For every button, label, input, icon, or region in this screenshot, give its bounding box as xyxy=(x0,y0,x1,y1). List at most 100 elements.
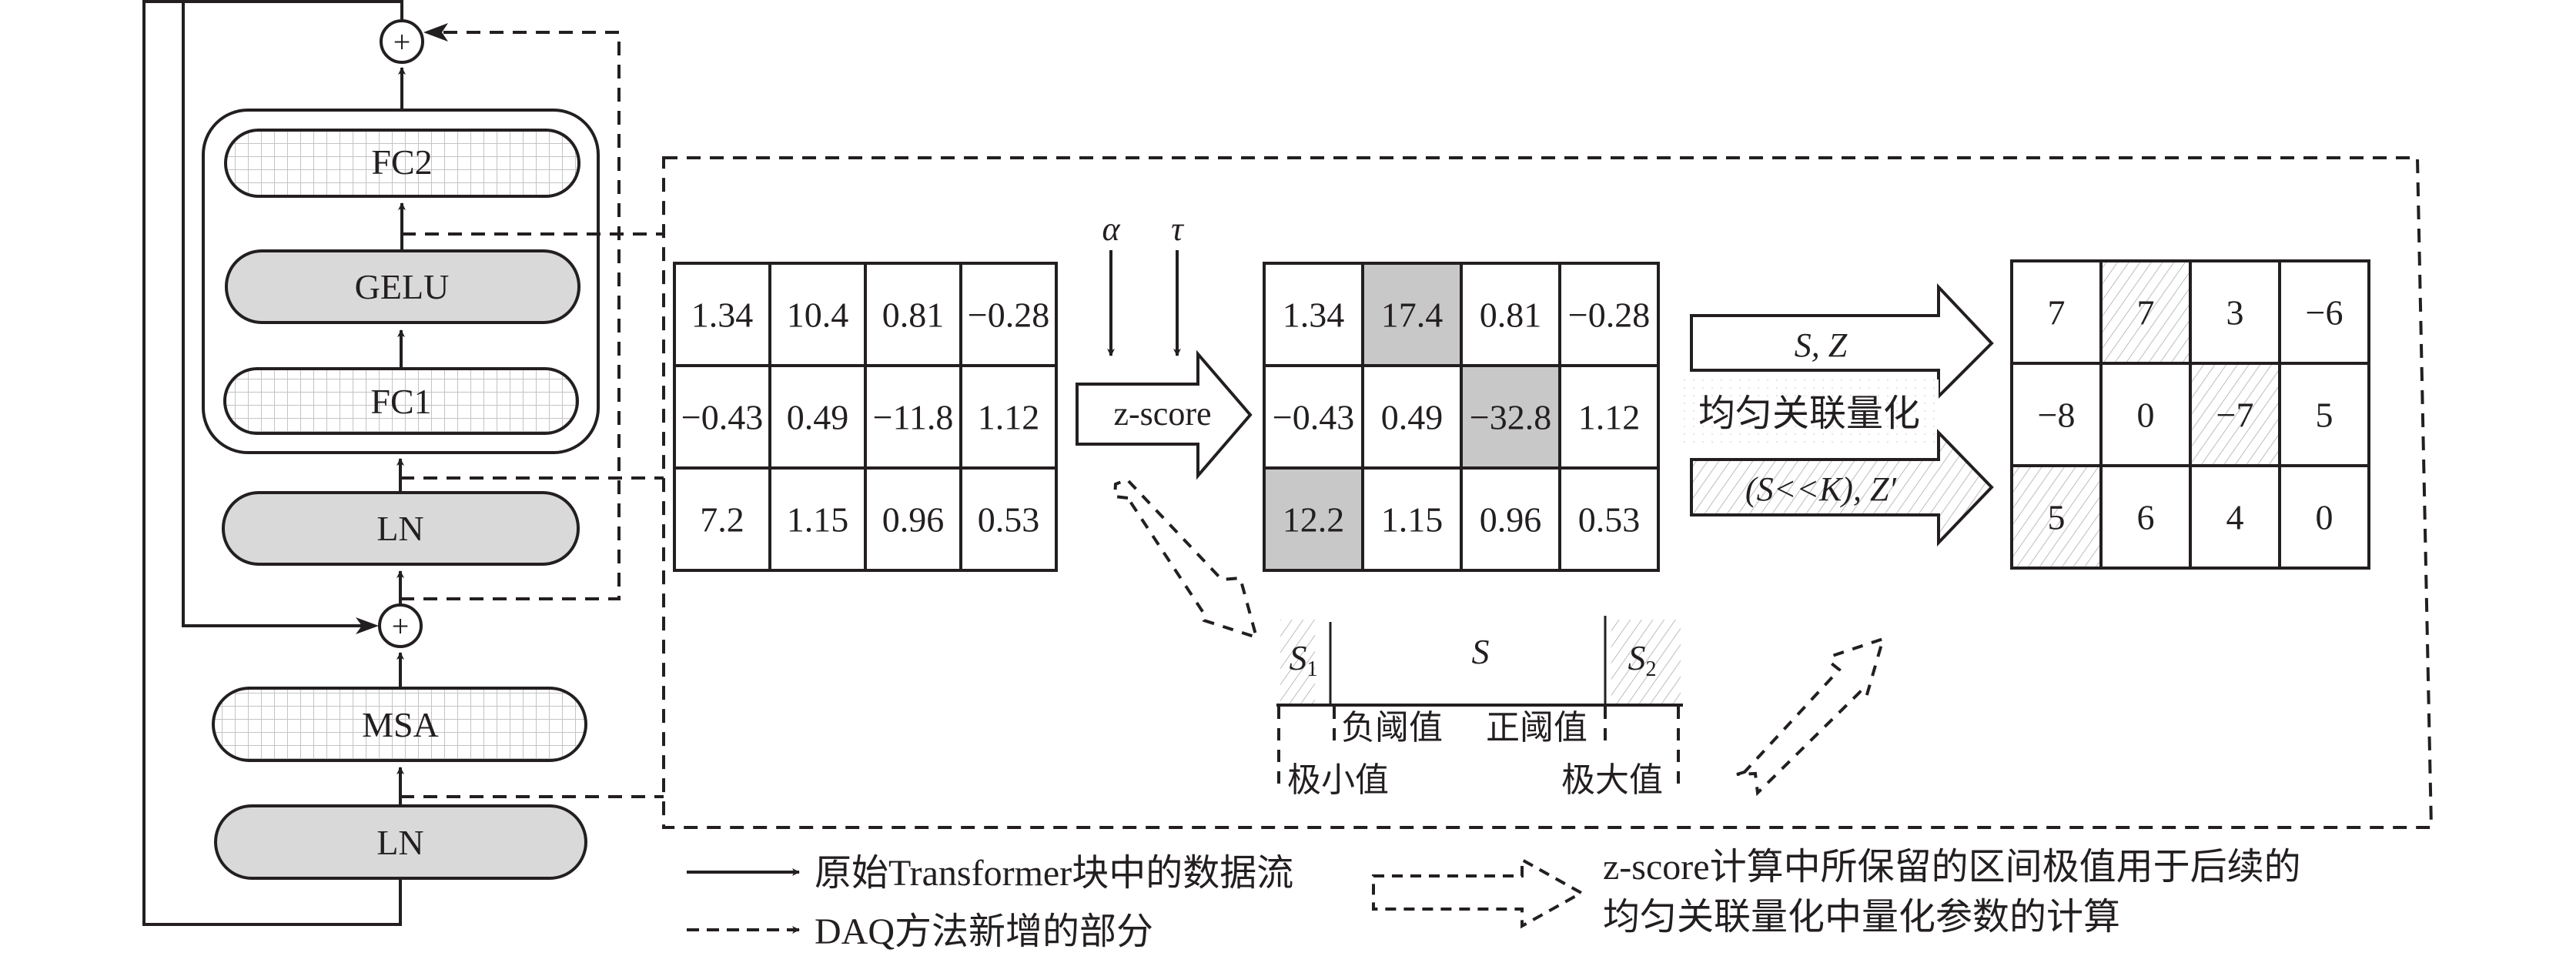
layer-fc1: FC1 xyxy=(223,367,579,435)
range-bar: S1 S S2 负阈值 正阈值 极小值 极大值 xyxy=(1276,616,1683,799)
matrix-cell-value: 10.4 xyxy=(787,296,849,335)
dashed-hollow-arrow-down xyxy=(1112,477,1259,640)
outlier-scale-label: (S<<K), Z′ xyxy=(1745,470,1898,508)
legend-dashed: DAQ方法新增的部分 xyxy=(687,911,1153,952)
matrix-cell xyxy=(1460,262,1561,367)
matrix-cell xyxy=(1361,466,1463,572)
matrix-cell-value: −0.43 xyxy=(681,398,763,437)
daq-dashed-connections xyxy=(400,31,664,798)
max-value-label: 极大值 xyxy=(1561,761,1663,799)
matrix-cell-value: 0.81 xyxy=(882,296,945,335)
matrix-cell-value: 6 xyxy=(2137,498,2155,537)
matrix-cell-value: 0 xyxy=(2137,396,2155,435)
add-symbol-top: + xyxy=(393,25,411,59)
s-label: S xyxy=(1472,632,1490,671)
matrix-cell-value: −11.8 xyxy=(873,398,954,437)
residual-line-outer xyxy=(142,0,403,926)
quant-arrow-outlier: (S<<K), Z′ xyxy=(1690,429,1994,547)
pos-threshold-label: 正阈值 xyxy=(1486,709,1587,747)
matrix-cell xyxy=(1460,466,1561,572)
layer-label: MSA xyxy=(362,705,439,744)
matrix-cell-value: 0.96 xyxy=(1480,500,1542,540)
method-label-bg xyxy=(1683,379,1939,449)
scale-zero-label: S, Z xyxy=(1795,326,1848,364)
matrix-cell xyxy=(959,262,1058,367)
matrix-cell-value: 5 xyxy=(2316,396,2333,435)
matrix-cell xyxy=(959,466,1058,572)
flow-arrows xyxy=(396,67,406,806)
matrix-cell xyxy=(768,466,867,572)
layer-msa: MSA xyxy=(212,687,587,762)
matrix-cell-value: 0 xyxy=(2316,498,2333,537)
matrix-cell-outlier xyxy=(2099,259,2192,365)
legend: 原始Transformer块中的数据流 DAQ方法新增的部分 z-score计算… xyxy=(687,847,2301,952)
residual-line-inner xyxy=(182,2,362,627)
zscore-params: α τ xyxy=(1102,210,1185,356)
quant-arrow-normal: S, Z xyxy=(1690,282,1994,400)
matrix-cell-value: 4 xyxy=(2226,498,2244,537)
transformer-block: + + FC2 GELU FC1 LN xyxy=(142,0,600,926)
s1-region xyxy=(1280,620,1315,705)
layer-label: GELU xyxy=(355,267,450,306)
min-value-label: 极小值 xyxy=(1287,761,1389,799)
matrix-cell-value: 12.2 xyxy=(1283,500,1345,540)
matrix-cell-value: 0.81 xyxy=(1480,296,1542,335)
legend-hollow: z-score计算中所保留的区间极值用于后续的 均匀关联量化中量化参数的计算 xyxy=(1372,847,2301,938)
legend-hollow-line2: 均匀关联量化中量化参数的计算 xyxy=(1603,897,2120,938)
dashed-hollow-arrow-up xyxy=(1736,636,1885,797)
matrix-cell xyxy=(864,262,962,367)
layer-fc2: FC2 xyxy=(224,129,580,198)
matrix-cell-value: −0.43 xyxy=(1273,398,1354,437)
method-label: 均匀关联量化 xyxy=(1698,393,1920,434)
matrix-cell xyxy=(673,466,771,572)
matrix-cell xyxy=(2189,464,2281,570)
matrix-cell-value: 0.96 xyxy=(882,500,945,540)
matrix-cell-value: −32.8 xyxy=(1470,398,1551,437)
layer-ln1: LN xyxy=(214,804,587,880)
matrix-cell xyxy=(1263,262,1364,367)
add-circle-top xyxy=(380,19,424,64)
matrix-cell-value: 17.4 xyxy=(1381,296,1444,335)
matrix-cell-value: 7 xyxy=(2048,293,2066,333)
matrix-cell xyxy=(1558,262,1660,367)
legend-hollow-line1: z-score计算中所保留的区间极值用于后续的 xyxy=(1603,847,2301,887)
matrix-cell-value: 1.34 xyxy=(691,296,754,335)
alpha-label: α xyxy=(1102,210,1120,248)
matrix-cell xyxy=(1558,466,1660,572)
zscore-label: z-score xyxy=(1113,395,1211,433)
add-symbol-bottom: + xyxy=(392,609,410,643)
matrix-cell-outlier xyxy=(2010,464,2103,570)
layer-label: FC1 xyxy=(370,382,431,421)
matrix-cell-value: −0.28 xyxy=(1568,296,1650,335)
neg-threshold-label: 负阈值 xyxy=(1341,709,1443,747)
layer-label: LN xyxy=(376,823,423,862)
matrix-cell xyxy=(2278,464,2370,570)
layer-label: LN xyxy=(376,509,423,548)
legend-solid-label: 原始Transformer块中的数据流 xyxy=(815,853,1293,894)
s1-label: S1 xyxy=(1290,638,1318,681)
matrix-cell xyxy=(2099,464,2192,570)
matrix-cell xyxy=(1558,364,1660,470)
layer-ln2: LN xyxy=(222,491,580,566)
matrix-cell xyxy=(2278,259,2370,365)
matrix-cell-value: 0.49 xyxy=(787,398,849,437)
matrix-cell-value: 0.53 xyxy=(978,500,1040,540)
s2-label: S2 xyxy=(1628,638,1657,681)
matrix-cell xyxy=(864,466,962,572)
matrix-cell xyxy=(1263,364,1364,470)
matrix-cell-value: 1.15 xyxy=(787,500,849,540)
tau-label: τ xyxy=(1171,210,1185,248)
matrix-cell-value: −7 xyxy=(2216,396,2254,435)
matrix-cell-value: 5 xyxy=(2048,498,2066,537)
matrix-cell-value: −0.28 xyxy=(968,296,1049,335)
matrix-cell-value: −6 xyxy=(2306,293,2343,333)
daq-region-box xyxy=(662,156,2434,829)
zscore-arrow: z-score xyxy=(1076,349,1253,480)
legend-solid: 原始Transformer块中的数据流 xyxy=(687,853,1293,894)
matrix-cell-value: −8 xyxy=(2038,396,2076,435)
legend-dashed-label: DAQ方法新增的部分 xyxy=(815,911,1153,952)
matrix-cell-outlier xyxy=(1460,364,1561,470)
